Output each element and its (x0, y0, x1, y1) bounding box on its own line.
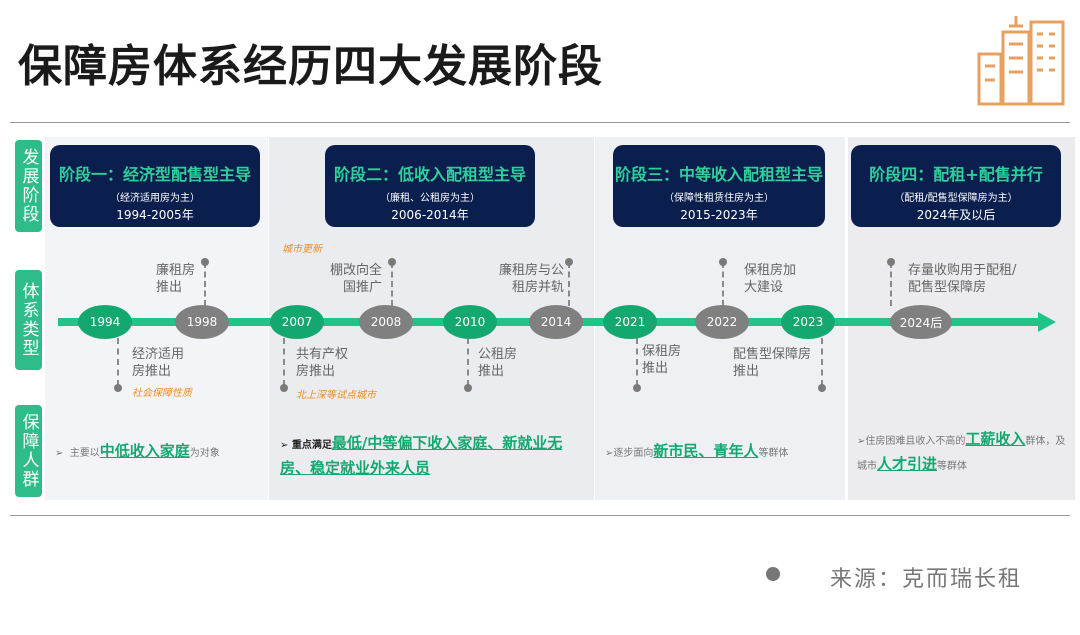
group-highlight: 最低/中等偏下收入家庭、新就业无房、稳定就业外来人员 (280, 434, 563, 477)
group-text-3: ➢逐步面向新市民、青年人等群体 (605, 442, 789, 460)
connector (467, 338, 469, 386)
group-pre: 主要以 (69, 448, 100, 459)
timeline-node-2024: 2024后 (890, 305, 952, 339)
building-icon (975, 14, 1070, 106)
stage-box-4: 阶段四：配租+配售并行 （配租/配售型保障房为主） 2024年及以后 (851, 145, 1061, 227)
timeline-node-2022: 2022 (695, 305, 749, 339)
stage-box-1: 阶段一：经济型配售型主导 （经济适用房为主） 1994-2005年 (50, 145, 260, 227)
source-bullet-icon (766, 567, 780, 581)
row-label-group: 保障人群 (15, 405, 42, 497)
connector (636, 338, 638, 386)
connector-dot (464, 384, 472, 392)
source-text: 来源：克而瑞长租 (830, 567, 1023, 592)
group-highlight: 新市民、青年人 (653, 442, 759, 460)
group-pre: 逐步面向 (613, 448, 654, 459)
stage-years: 2015-2023年 (680, 208, 758, 222)
group-text-1: ➢ 主要以中低收入家庭为对象 (55, 442, 220, 460)
group-pre: 住房困难且收入不高的 (865, 436, 966, 447)
group-text-4: ➢住房困难且收入不高的工薪收入群体，及城市人才引进等群体 (857, 430, 1066, 473)
connector (204, 262, 206, 306)
stage-title: 阶段四：配租+配售并行 (869, 165, 1043, 184)
connector-dot (633, 384, 641, 392)
group-highlight-2: 人才引进 (877, 455, 938, 473)
annotation-2023: 配售型保障房推出 (733, 347, 812, 379)
stage-years: 1994-2005年 (116, 208, 194, 222)
annotation-1998: 廉租房推出 (156, 263, 196, 295)
group-highlight: 中低收入家庭 (99, 442, 190, 460)
stage-title: 阶段一：经济型配售型主导 (58, 165, 251, 184)
timeline-node-2007: 2007 (270, 305, 324, 339)
page-title: 保障房体系经历四大发展阶段 (18, 41, 603, 92)
timeline-node-1998: 1998 (175, 305, 229, 339)
connector (391, 262, 393, 306)
timeline-node-2008: 2008 (359, 305, 413, 339)
connector-dot (201, 258, 209, 266)
divider-bottom (10, 515, 1070, 516)
annotation-2021: 保租房推出 (642, 344, 682, 376)
connector (821, 338, 823, 386)
note-1994: 社会保障性质 (132, 388, 192, 399)
connector (283, 338, 285, 386)
annotation-1994: 经济适用房推出 (132, 347, 185, 379)
row-label-type: 体系类型 (15, 270, 42, 370)
stage-title: 阶段三：中等收入配租型主导 (614, 165, 823, 184)
stage-title: 阶段二：低收入配租型主导 (333, 165, 526, 184)
group-post: 等群体 (937, 461, 968, 472)
connector-dot (818, 384, 826, 392)
connector (568, 262, 570, 306)
timeline-node-2010: 2010 (443, 305, 497, 339)
connector (722, 262, 724, 306)
timeline-node-2023: 2023 (781, 305, 835, 339)
group-post: 为对象 (189, 448, 220, 459)
connector (117, 338, 119, 386)
stage-box-3: 阶段三：中等收入配租型主导 （保障性租赁住房为主） 2015-2023年 (613, 145, 825, 227)
group-mid: 群体，及城市 (857, 436, 1066, 472)
group-highlight: 工薪收入 (965, 430, 1026, 448)
connector-dot (114, 384, 122, 392)
timeline-node-1994: 1994 (78, 305, 132, 339)
connector-dot (887, 258, 895, 266)
annotation-2014: 廉租房与公租房并轨 (498, 263, 564, 295)
annotation-2010: 公租房推出 (478, 347, 518, 379)
annotation-2008: 棚改向全国推广 (329, 263, 382, 295)
connector (890, 262, 892, 306)
note-2007: 北上深等试点城市 (296, 390, 376, 401)
connector-dot (565, 258, 573, 266)
annotation-2007: 共有产权房推出 (296, 347, 349, 379)
stage-sub: （廉租、公租房为主） (380, 193, 480, 204)
stage-years: 2024年及以后 (916, 208, 996, 222)
stage-sub: （经济适用房为主） (110, 193, 200, 204)
connector-dot (280, 384, 288, 392)
group-text-2: ➢ 重点满足最低/中等偏下收入家庭、新就业无房、稳定就业外来人员 (280, 434, 563, 477)
timeline-arrow-icon (1038, 312, 1056, 332)
timeline-node-2021: 2021 (603, 305, 657, 339)
annotation-2024: 存量收购用于配租/配售型保障房 (908, 263, 1017, 295)
stage-box-2: 阶段二：低收入配租型主导 （廉租、公租房为主） 2006-2014年 (325, 145, 535, 227)
group-pre: 重点满足 (291, 440, 332, 451)
group-post: 等群体 (758, 448, 789, 459)
connector-dot (388, 258, 396, 266)
stage-sub: （配租/配售型保障房为主） (894, 193, 1018, 204)
note-urban-renewal: 城市更新 (282, 244, 322, 255)
row-label-stage: 发展阶段 (15, 140, 42, 232)
annotation-2022: 保租房加大建设 (744, 263, 797, 295)
stage-years: 2006-2014年 (391, 208, 469, 222)
timeline-node-2014: 2014 (529, 305, 583, 339)
connector-dot (719, 258, 727, 266)
divider-top (10, 122, 1070, 123)
stage-sub: （保障性租赁住房为主） (664, 193, 774, 204)
